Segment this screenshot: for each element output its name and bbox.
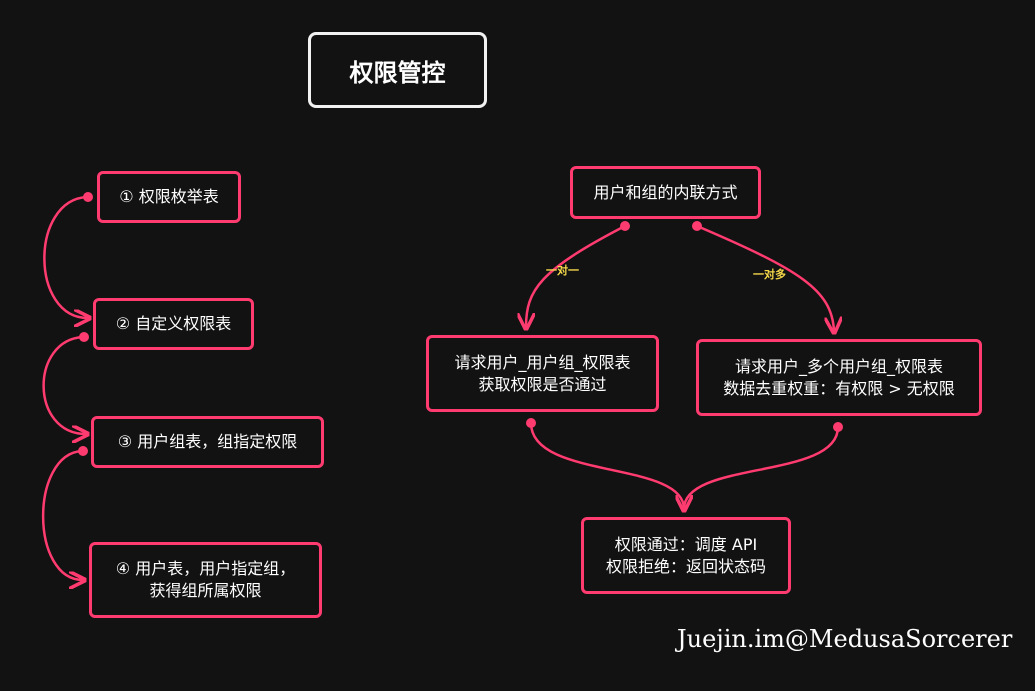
connector-left-result: [529, 422, 684, 509]
result-line1: 权限通过：调度 API: [614, 534, 758, 554]
connector-dot-root-left: [620, 221, 630, 231]
connector-dot-root-right: [692, 221, 702, 231]
watermark: Juejin.im@MedusaSorcerer: [677, 625, 1013, 653]
connector-2-3: [42, 335, 86, 434]
edge-label-one-to-many: 一对多: [753, 268, 786, 281]
connector-1-2: [43, 195, 88, 318]
connector-dot-3: [78, 446, 88, 456]
one-to-many-node: 请求用户_多个用户组_权限表 数据去重权重：有权限 > 无权限: [696, 339, 982, 416]
root-node: 用户和组的内联方式: [570, 166, 761, 219]
step-2-label: ② 自定义权限表: [115, 314, 232, 333]
edge-label-one-to-one: 一对一: [546, 264, 579, 277]
one-to-one-node: 请求用户_用户组_权限表 获取权限是否通过: [426, 335, 659, 412]
one-to-many-line1: 请求用户_多个用户组_权限表: [734, 356, 943, 376]
step-4-label-line2: 获得组所属权限: [149, 581, 262, 600]
connector-root-right: [696, 224, 834, 331]
one-to-many-line2: 数据去重权重：有权限 > 无权限: [723, 378, 955, 398]
one-to-one-line1: 请求用户_用户组_权限表: [454, 352, 631, 372]
connector-dot-2: [79, 332, 89, 342]
connector-3-4: [41, 449, 83, 580]
connector-dot-1: [83, 192, 93, 202]
connector-dot-left-node: [526, 418, 536, 428]
root-node-label: 用户和组的内联方式: [593, 182, 738, 202]
step-2-box: ② 自定义权限表: [93, 298, 254, 350]
step-3-label: ③ 用户组表，组指定权限: [117, 432, 298, 451]
diagram-title: 权限管控: [308, 32, 487, 108]
connector-root-left: [526, 224, 626, 327]
connector-dot-right-node: [833, 422, 843, 432]
step-4-label-line1: ④ 用户表，用户指定组，: [115, 559, 296, 578]
step-1-box: ① 权限枚举表: [97, 171, 241, 223]
connector-right-result: [682, 426, 840, 510]
result-line2: 权限拒绝：返回状态码: [605, 556, 766, 576]
step-3-box: ③ 用户组表，组指定权限: [91, 416, 324, 468]
step-4-box: ④ 用户表，用户指定组， 获得组所属权限: [89, 542, 322, 618]
step-1-label: ① 权限枚举表: [119, 187, 219, 206]
result-node: 权限通过：调度 API 权限拒绝：返回状态码: [581, 517, 791, 594]
one-to-one-line2: 获取权限是否通过: [478, 374, 607, 394]
